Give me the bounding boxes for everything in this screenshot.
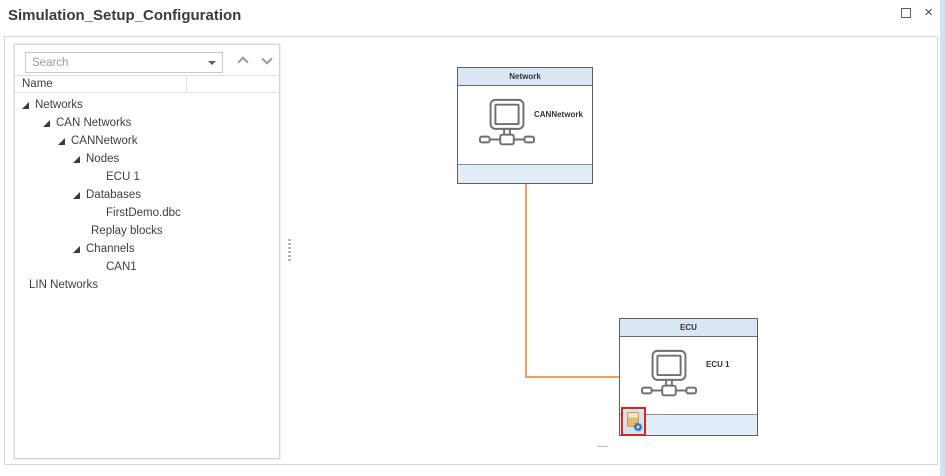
tree-item-label: Channels — [86, 243, 135, 255]
ecu-computer-icon — [640, 349, 698, 397]
tree-item-replay-blocks[interactable]: Replay blocks — [15, 222, 278, 240]
search-input[interactable] — [26, 53, 208, 72]
panel-splitter-grip[interactable] — [288, 239, 291, 261]
expander-icon[interactable] — [43, 119, 56, 127]
ecu-box-footer — [620, 414, 757, 435]
window-title: Simulation_Setup_Configuration — [8, 7, 242, 24]
tree-item-label: CANNetwork — [71, 135, 138, 147]
expander-icon[interactable] — [73, 155, 86, 163]
tree-item-label: Networks — [35, 99, 83, 111]
dropdown-caret-icon[interactable] — [208, 60, 216, 65]
tree-panel: Name Networks CAN Networks CANNetwork No… — [14, 44, 280, 459]
network-computer-icon — [478, 98, 536, 146]
tree-item-databases[interactable]: Databases — [15, 186, 278, 204]
search-next-icon[interactable] — [261, 53, 273, 65]
tree-item-lin-networks[interactable]: LIN Networks — [15, 276, 278, 294]
dashed-mark: ----- — [597, 441, 608, 451]
network-box-label: CANNetwork — [534, 110, 583, 119]
tree-item-label: Databases — [86, 189, 141, 201]
maximize-icon[interactable] — [901, 8, 912, 18]
tree-item-label: CAN Networks — [56, 117, 132, 129]
tree-item-channels[interactable]: Channels — [15, 240, 278, 258]
tree-item-label: LIN Networks — [29, 279, 99, 291]
main-content: Name Networks CAN Networks CANNetwork No… — [4, 36, 938, 465]
column-divider[interactable] — [186, 76, 187, 93]
tree-column-header: Name — [15, 75, 279, 93]
tree-item-can1[interactable]: CAN1 — [15, 258, 278, 276]
tree-item-label: CAN1 — [106, 261, 137, 273]
search-previous-icon[interactable] — [237, 56, 249, 68]
ecu-box-title: ECU — [620, 319, 757, 337]
network-node-box[interactable]: Network CANNetwork — [457, 67, 593, 184]
tree-item-nodes[interactable]: Nodes — [15, 150, 278, 168]
expander-icon[interactable] — [73, 245, 86, 253]
tree-item-cannetwork[interactable]: CANNetwork — [15, 132, 278, 150]
tree-item-label: Nodes — [86, 153, 120, 165]
tree-item-networks[interactable]: Networks — [15, 96, 278, 114]
ecu-node-box[interactable]: ECU ECU 1 — [619, 318, 758, 436]
tree-item-label: ECU 1 — [106, 171, 140, 183]
expander-icon[interactable] — [73, 191, 86, 199]
ecu-box-label: ECU 1 — [706, 360, 730, 369]
tree-item-label: FirstDemo.dbc — [106, 207, 181, 219]
window-controls: × — [901, 4, 933, 21]
network-tree: Networks CAN Networks CANNetwork Nodes E… — [15, 96, 278, 294]
gear-icon — [633, 422, 643, 432]
bus-connector-vertical[interactable] — [525, 184, 527, 377]
expander-icon[interactable] — [58, 137, 71, 145]
tree-item-label: Replay blocks — [91, 225, 163, 237]
expander-icon[interactable] — [22, 101, 35, 109]
network-box-title: Network — [458, 68, 592, 86]
network-box-footer — [458, 164, 592, 183]
close-icon[interactable]: × — [924, 4, 933, 21]
name-column-header[interactable]: Name — [22, 78, 53, 90]
search-combobox[interactable] — [25, 52, 223, 73]
window-edge-strip — [940, 0, 945, 476]
bus-connector-horizontal[interactable] — [525, 376, 620, 378]
node-configuration-button-highlighted[interactable] — [621, 407, 646, 436]
tree-item-firstdemo-dbc[interactable]: FirstDemo.dbc — [15, 204, 278, 222]
tree-item-ecu1[interactable]: ECU 1 — [15, 168, 278, 186]
tree-item-can-networks[interactable]: CAN Networks — [15, 114, 278, 132]
